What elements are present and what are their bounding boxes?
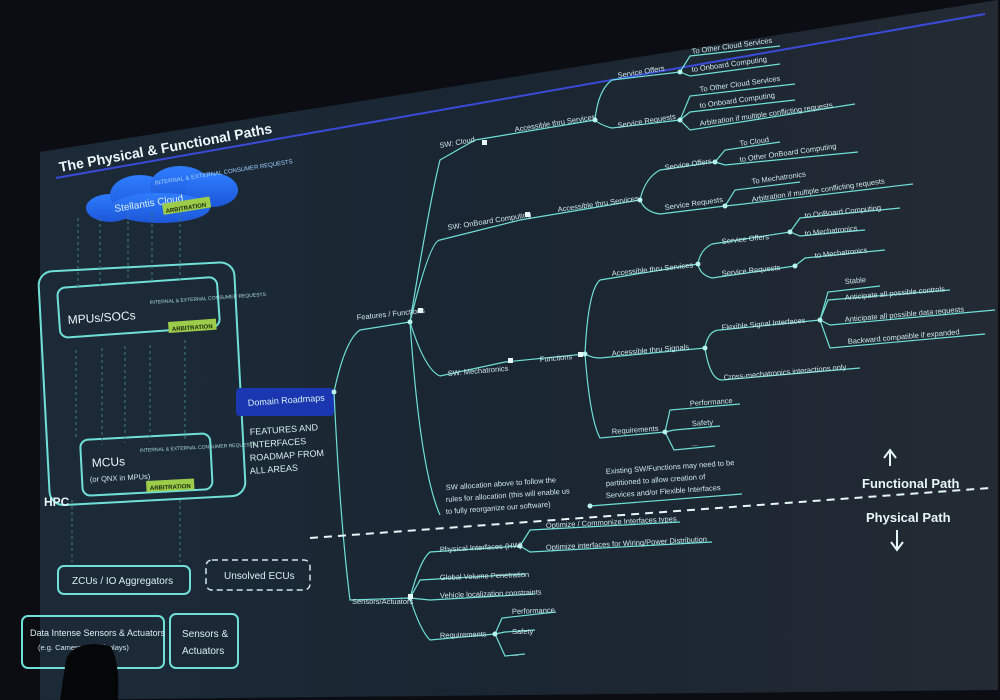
- node-physical-interfaces: Physical Interfaces (HW): [440, 541, 523, 554]
- sensors-actuators-box: [169, 613, 239, 669]
- mpus-arbitration-box: [167, 318, 217, 333]
- domain-roadmaps-box: [236, 388, 334, 416]
- unsolved-ecus-box: [205, 559, 311, 591]
- mpus-box: [56, 276, 221, 339]
- mcus-label: MCUs: [91, 454, 125, 470]
- node-functions: Functions: [539, 352, 572, 364]
- mpus-label: MPUs/SOCs: [67, 308, 136, 327]
- leaf-phys-requirement-2: Safety: [512, 627, 534, 636]
- roadmap-note-4: ALL AREAS: [249, 463, 298, 476]
- zcus-box: [57, 565, 191, 595]
- cloud-arbitration-box: [162, 196, 212, 215]
- tree-connectors: [333, 45, 996, 657]
- sensors-label: Sensors &: [182, 629, 228, 640]
- hpc-label: HPC: [44, 495, 70, 509]
- leaf-requirement-3: ...: [692, 439, 698, 448]
- tree-nodes: [331, 69, 823, 637]
- camera-silhouette: [60, 644, 119, 700]
- unsolved-ecus-label: Unsolved ECUs: [224, 571, 295, 582]
- roadmap-note-1: FEATURES AND: [249, 422, 318, 437]
- node-sensors-actuators: Sensors/Actuators: [352, 597, 414, 606]
- mpus-arbitration-label: ARBITRATION: [172, 324, 213, 333]
- zcus-label: ZCUs / IO Aggregators: [72, 576, 173, 587]
- mcus-arbitration-label: ARBITRATION: [150, 484, 191, 492]
- node-vehicle-localization: Vehicle localization constraints: [440, 587, 542, 600]
- up-arrow-icon: [883, 448, 897, 466]
- leaf-onboard-offer-1: To Cloud: [739, 135, 770, 148]
- roadmap-note-2: INTERFACES: [249, 436, 306, 450]
- node-requirements: Requirements: [612, 424, 659, 436]
- hpc-internal-connectors: [71, 212, 186, 562]
- functional-path-label: Functional Path: [862, 476, 960, 491]
- leaf-requirement-1: Performance: [690, 396, 733, 408]
- actuators-label: Actuators: [182, 646, 224, 657]
- node-phys-requirements: Requirements: [440, 629, 487, 640]
- physical-path-label: Physical Path: [866, 510, 951, 525]
- header-rule: [55, 13, 986, 179]
- projection-screen: [40, 0, 998, 700]
- down-arrow-icon: [890, 530, 904, 552]
- leaf-requirement-2: Safety: [692, 418, 714, 428]
- mcus-arbitration-box: [145, 478, 195, 492]
- data-sensors-label: Data Intense Sensors & Actuators: [30, 628, 166, 638]
- leaf-phys-requirement-3: ...: [512, 649, 518, 658]
- node-global-volume: Global Volume Penetration: [440, 570, 529, 582]
- mcus-sub-label: (or QNX in MPUs): [90, 472, 151, 484]
- hpc-box: [37, 261, 247, 506]
- node-markers: [408, 140, 583, 599]
- path-divider: [309, 487, 991, 539]
- leaf-flexible-1: Stable: [844, 275, 866, 286]
- leaf-phys-requirement-1: Performance: [512, 606, 555, 616]
- mcus-box: [79, 432, 214, 497]
